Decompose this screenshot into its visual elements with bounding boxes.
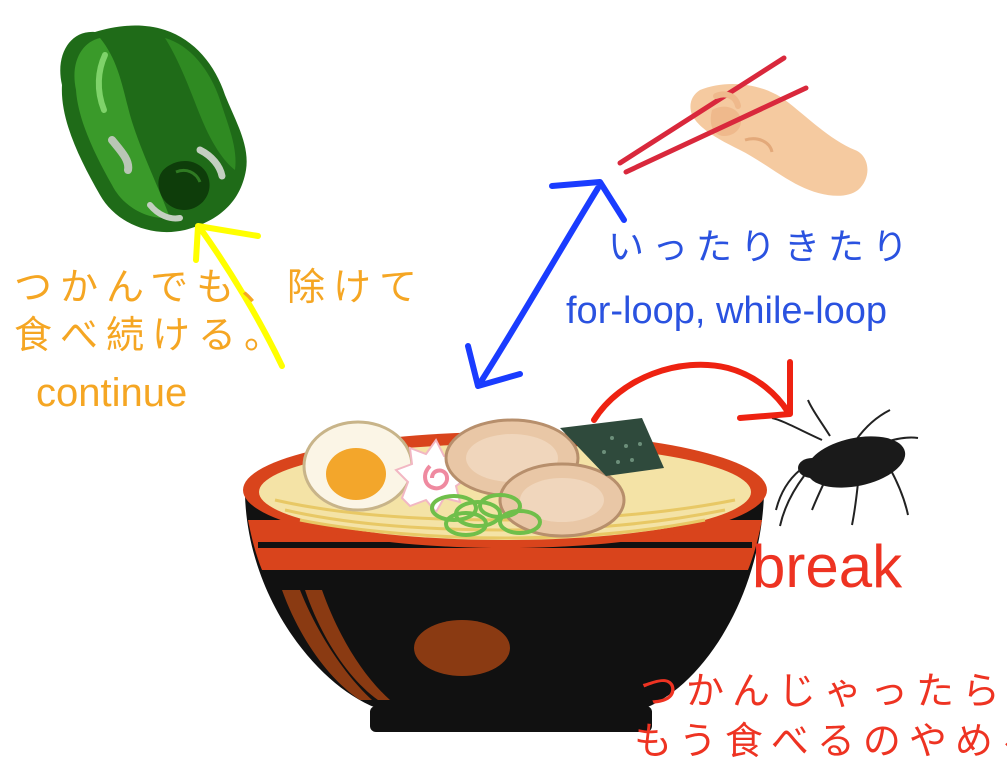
loop-description: いったりきたり bbox=[608, 230, 916, 266]
break-arrow bbox=[594, 362, 790, 420]
loop-arrow bbox=[468, 182, 624, 386]
loop-label: for-loop, while-loop bbox=[566, 292, 887, 330]
green-pepper-icon bbox=[60, 26, 246, 233]
continue-description-line2: 食べ続ける。 bbox=[14, 316, 290, 354]
continue-label: continue bbox=[36, 373, 187, 413]
cockroach-icon bbox=[772, 400, 918, 526]
break-description-line2: もう食べるのやめる bbox=[634, 722, 1007, 760]
continue-description-line1: つかんでも、除けて bbox=[14, 268, 425, 306]
chopsticks-hand-icon bbox=[620, 58, 867, 196]
break-label: break bbox=[752, 537, 902, 597]
break-description-line1: つかんじゃったら bbox=[640, 672, 1007, 710]
